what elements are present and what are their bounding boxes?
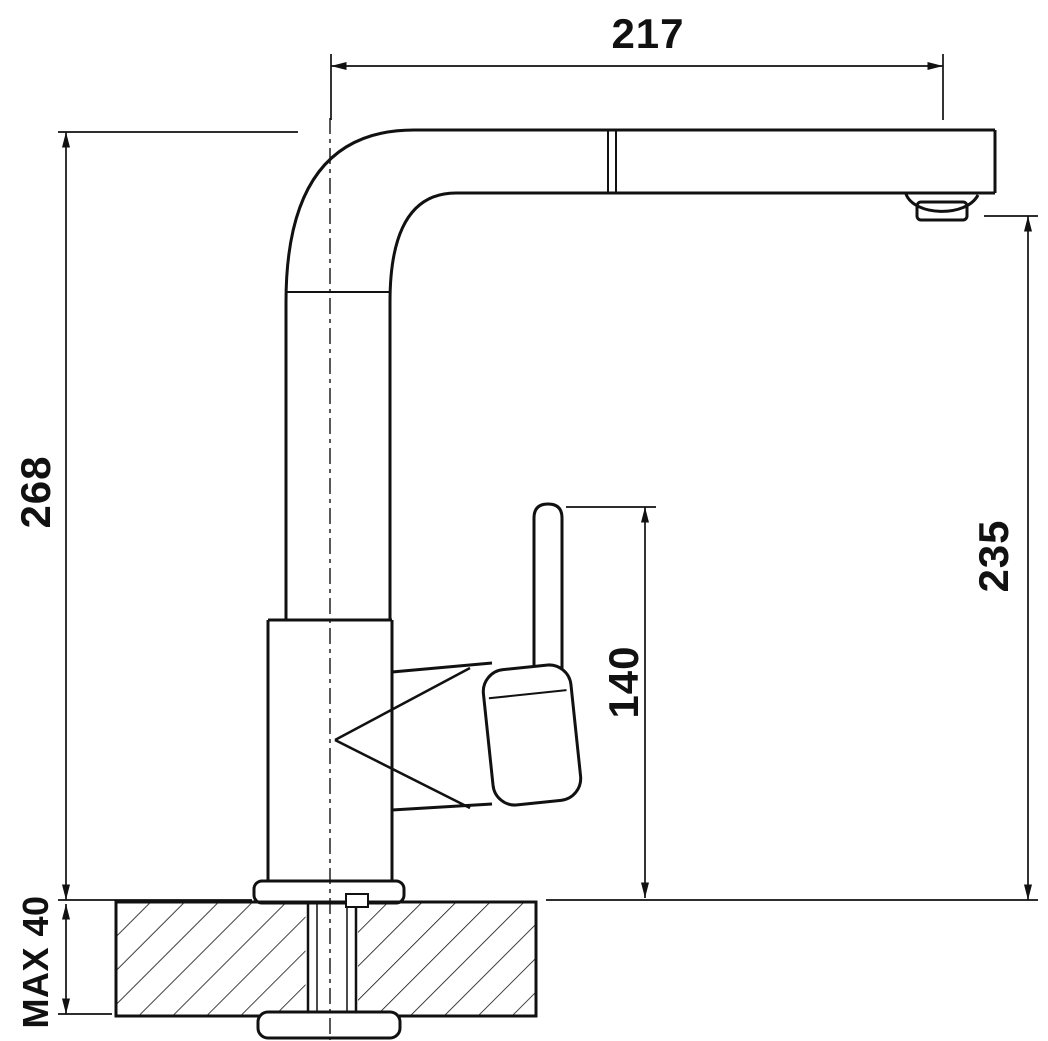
handle-hub-seam xyxy=(488,689,567,700)
cone-silhouette-upper xyxy=(334,666,471,742)
dimension-label-spout-reach: 217 xyxy=(611,10,684,57)
mounting-nut xyxy=(256,1010,402,1040)
countertop-hatch-left xyxy=(117,903,306,1015)
cone-top-edge xyxy=(391,661,493,674)
cone-silhouette-lower xyxy=(334,738,471,810)
handle-hub-body xyxy=(481,663,583,807)
cone-bottom-edge xyxy=(391,802,493,812)
handle-hub xyxy=(481,663,583,807)
aerator-dome xyxy=(904,193,980,213)
dimension-label-max-deck-thickness: MAX 40 xyxy=(15,895,56,1028)
countertop-hatch-right xyxy=(358,903,535,1015)
dimension-label-handle-height: 140 xyxy=(600,645,647,718)
dimension-lines xyxy=(58,54,1038,1015)
spout-outer-bend xyxy=(284,128,415,303)
faucet-outline xyxy=(252,128,997,905)
dimension-label-outlet-height: 235 xyxy=(970,519,1017,592)
spout-inner-bend xyxy=(388,191,457,303)
drawing-root: 217 268 235 140 MAX 40 xyxy=(12,10,1038,1040)
shank-clip xyxy=(345,893,369,908)
dimension-labels: 217 268 235 140 MAX 40 xyxy=(12,10,1017,1029)
countertop-section xyxy=(114,893,538,1040)
lever-handle xyxy=(532,502,564,682)
base-flange xyxy=(252,879,406,905)
dimension-label-overall-height: 268 xyxy=(12,455,59,528)
